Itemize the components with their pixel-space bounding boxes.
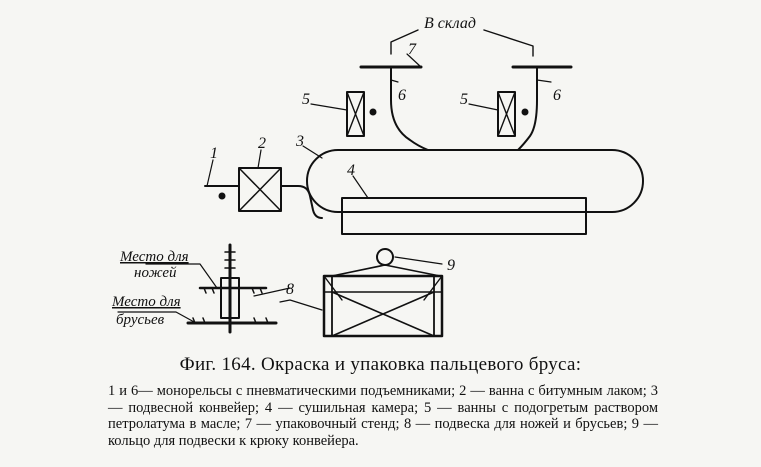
overhead-conveyor [306,149,644,213]
label-6-left: 6 [398,87,406,104]
figure-caption: Фиг. 164. Окраска и упаковка пальцевого … [179,354,582,375]
label-5-left: 5 [302,91,310,108]
label-8: 8 [286,281,294,298]
label-place-bars-1: Место для [111,294,181,310]
hook-ring [376,248,394,266]
packing-frame [322,248,444,338]
figure-legend: 1 и 6— монорельсы с пневматическими подъ… [108,383,658,449]
hanger-for-knives-and-bars [186,243,278,334]
label-to-warehouse: В склад [424,15,476,32]
label-1: 1 [210,145,218,162]
label-9: 9 [447,257,455,274]
label-2: 2 [258,135,266,152]
label-6-right: 6 [553,87,561,104]
label-place-knives-1: Место для [119,249,189,265]
label-4: 4 [347,162,355,179]
petrolatum-bath-right [497,91,516,137]
label-3: 3 [295,133,304,150]
monorail-6-right [517,66,538,151]
label-place-bars-2: брусьев [116,312,165,328]
bitumen-bath [238,167,282,212]
label-7: 7 [408,41,417,58]
monorail-6-left [390,66,429,151]
petrolatum-bath-left [346,91,365,137]
drying-chamber [341,197,587,235]
diagram: В склад 1 2 3 4 5 5 6 6 7 8 9 Место для … [111,15,644,338]
label-5-right: 5 [460,91,468,108]
label-place-knives-2: ножей [134,265,177,281]
